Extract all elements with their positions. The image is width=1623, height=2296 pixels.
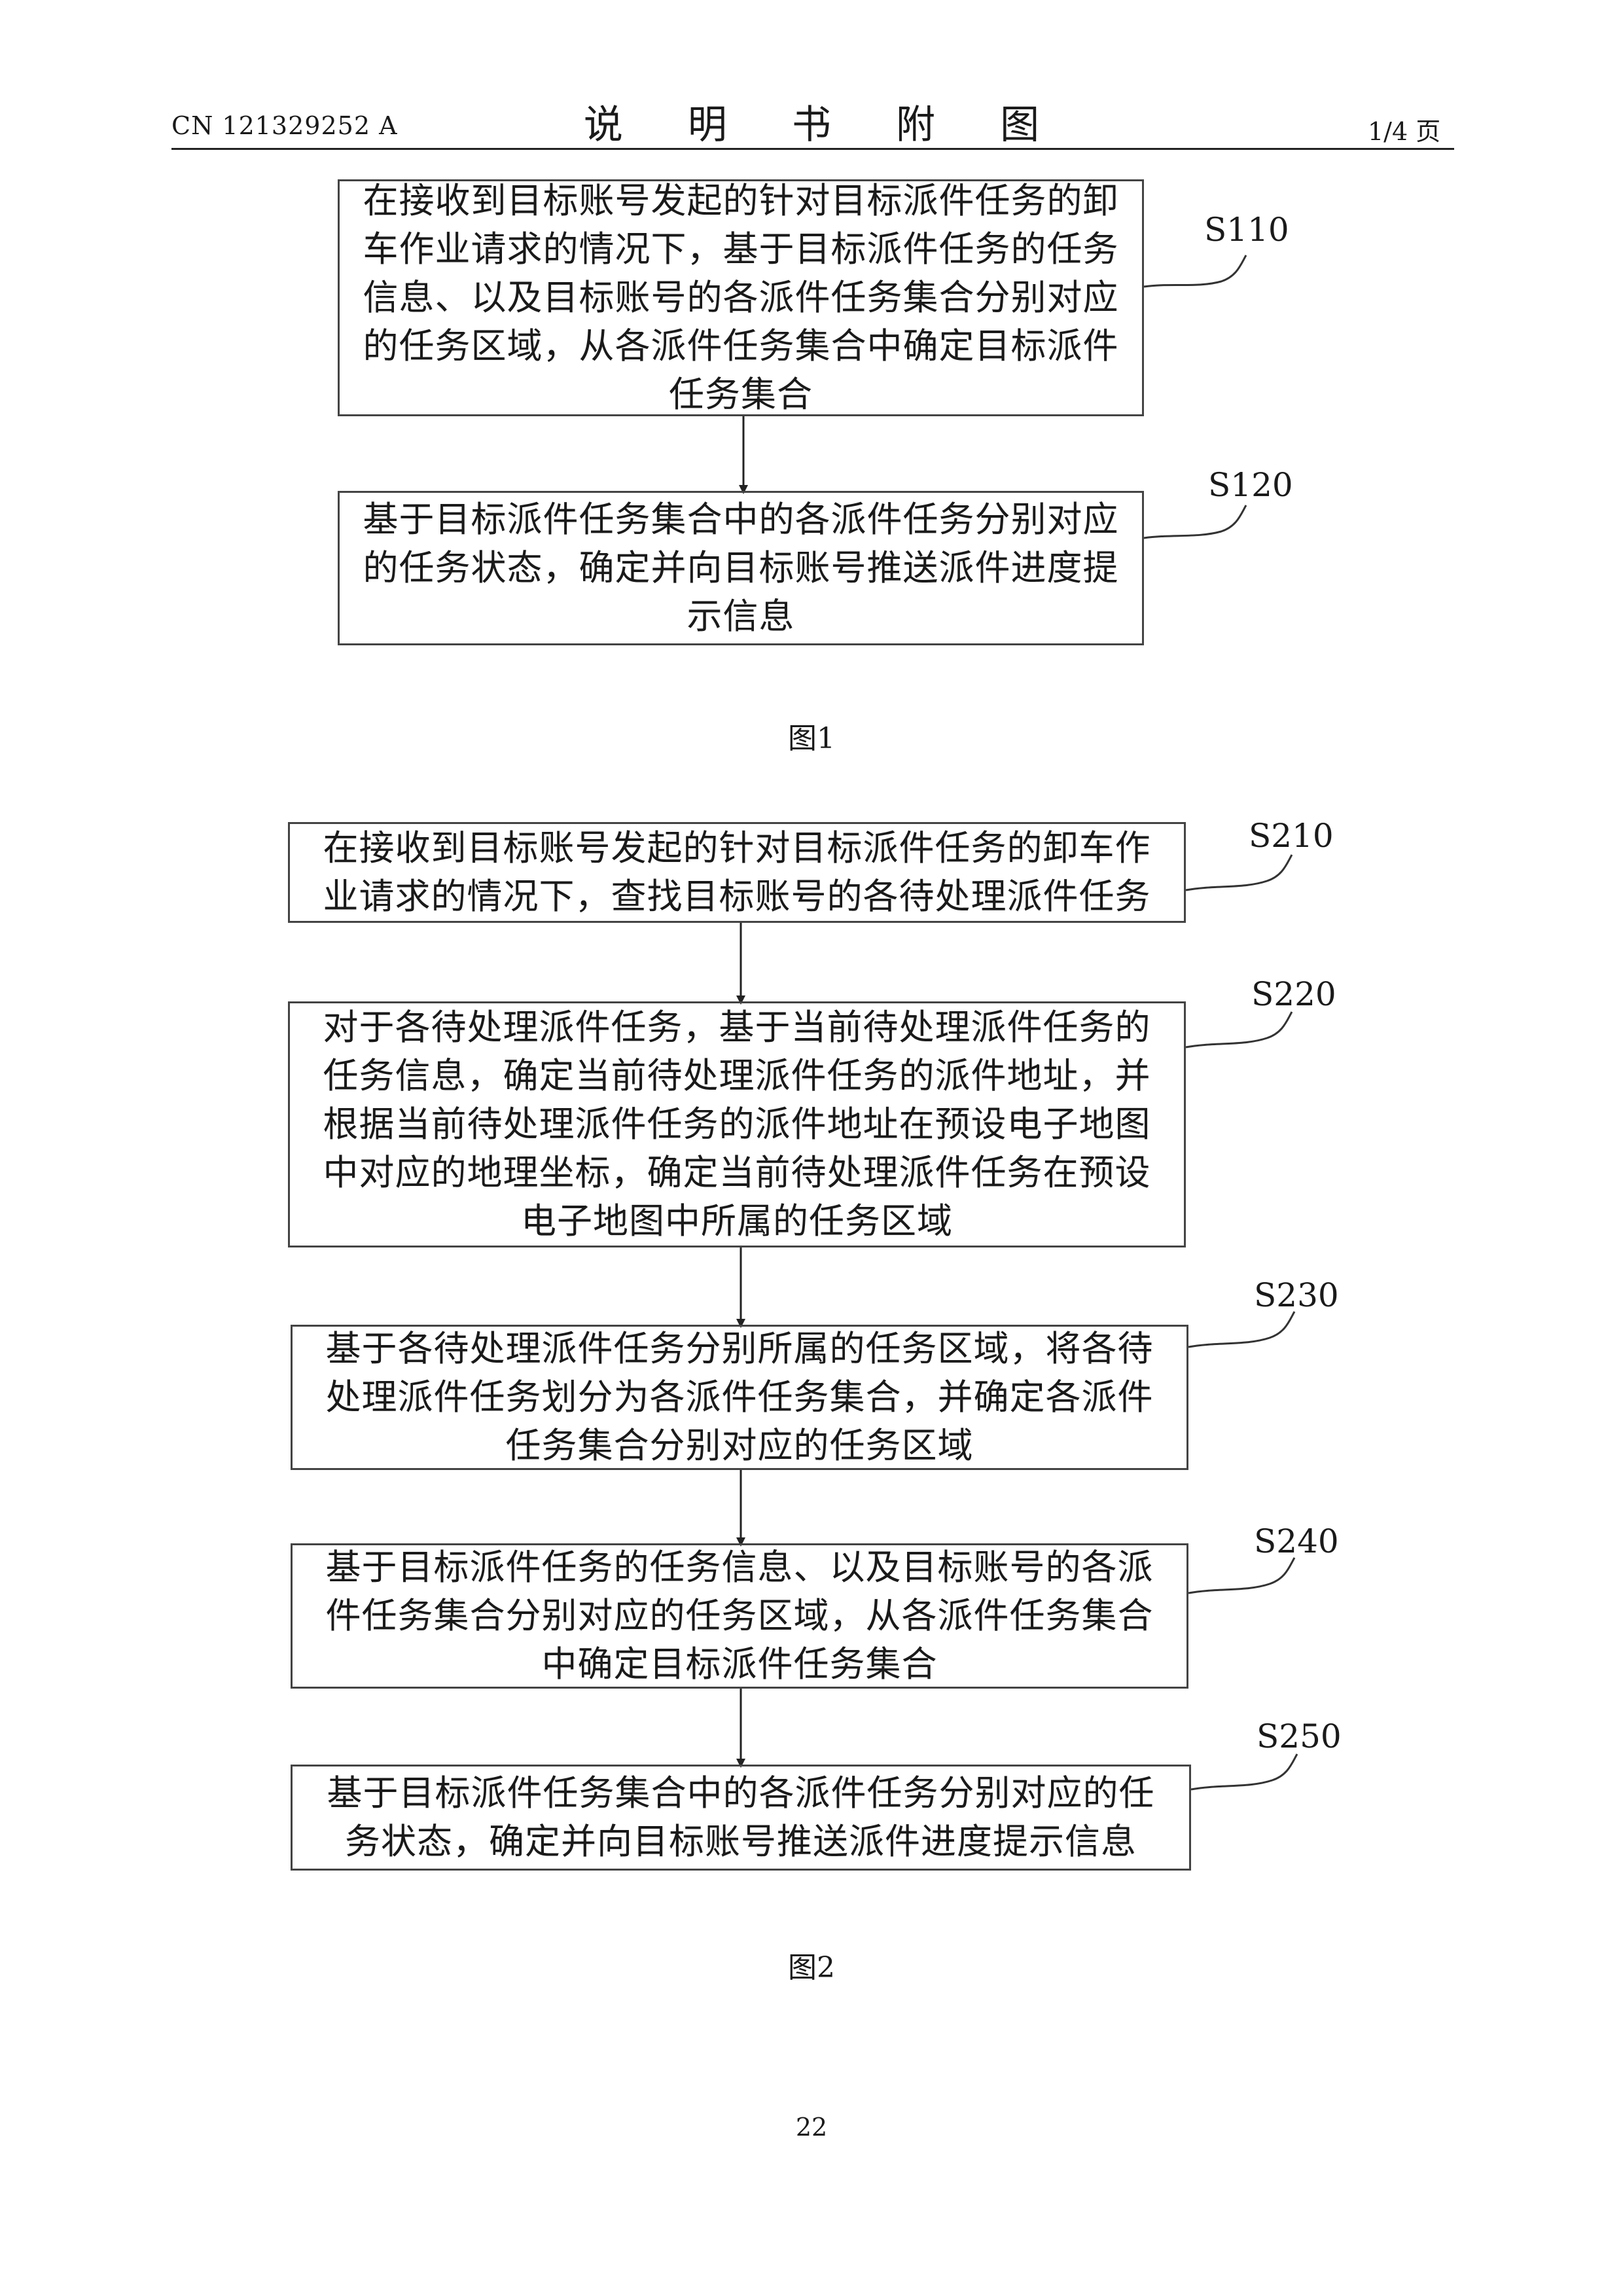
step-label-s110: S110 <box>1204 211 1289 249</box>
step-text-s240: 基于目标派件任务的任务信息、以及目标账号的各派件任务集合分别对应的任务区域，从各… <box>311 1543 1168 1689</box>
step-box-s110: 在接收到目标账号发起的针对目标派件任务的卸车作业请求的情况下，基于目标派件任务的… <box>338 179 1144 416</box>
step-text-s250: 基于目标派件任务集合中的各派件任务分别对应的任务状态，确定并向目标账号推送派件进… <box>311 1769 1171 1866</box>
step-text-s110: 在接收到目标账号发起的针对目标派件任务的卸车作业请求的情况下，基于目标派件任务的… <box>358 177 1124 419</box>
leader-s250 <box>1191 1754 1297 1789</box>
step-box-s220: 对于各待处理派件任务，基于当前待处理派件任务的任务信息，确定当前待处理派件任务的… <box>288 1001 1186 1247</box>
step-label-s210: S210 <box>1249 817 1334 855</box>
leader-s220 <box>1186 1012 1292 1047</box>
step-label-s220: S220 <box>1251 975 1336 1013</box>
step-label-s250: S250 <box>1257 1717 1342 1755</box>
leader-s120 <box>1144 505 1246 538</box>
step-label-s230: S230 <box>1254 1276 1339 1314</box>
step-box-s250: 基于目标派件任务集合中的各派件任务分别对应的任务状态，确定并向目标账号推送派件进… <box>291 1765 1191 1871</box>
step-text-s210: 在接收到目标账号发起的针对目标派件任务的卸车作业请求的情况下，查找目标账号的各待… <box>308 824 1166 921</box>
step-label-s240: S240 <box>1254 1522 1339 1560</box>
page-number: 22 <box>0 2113 1623 2142</box>
leader-s210 <box>1186 855 1292 890</box>
leader-s230 <box>1188 1312 1294 1347</box>
step-box-s240: 基于目标派件任务的任务信息、以及目标账号的各派件任务集合分别对应的任务区域，从各… <box>291 1543 1188 1689</box>
step-text-s220: 对于各待处理派件任务，基于当前待处理派件任务的任务信息，确定当前待处理派件任务的… <box>308 1003 1166 1246</box>
figure2-caption: 图2 <box>0 1944 1623 1986</box>
step-label-s120: S120 <box>1208 466 1293 504</box>
step-box-s230: 基于各待处理派件任务分别所属的任务区域，将各待处理派件任务划分为各派件任务集合，… <box>291 1325 1188 1470</box>
step-text-s230: 基于各待处理派件任务分别所属的任务区域，将各待处理派件任务划分为各派件任务集合，… <box>311 1325 1168 1470</box>
leader-s240 <box>1188 1558 1294 1593</box>
step-box-s210: 在接收到目标账号发起的针对目标派件任务的卸车作业请求的情况下，查找目标账号的各待… <box>288 822 1186 923</box>
step-text-s120: 基于目标派件任务集合中的各派件任务分别对应的任务状态，确定并向目标账号推送派件进… <box>358 495 1124 641</box>
step-box-s120: 基于目标派件任务集合中的各派件任务分别对应的任务状态，确定并向目标账号推送派件进… <box>338 491 1144 645</box>
leader-s110 <box>1144 255 1246 287</box>
figure1-caption: 图1 <box>0 715 1623 757</box>
